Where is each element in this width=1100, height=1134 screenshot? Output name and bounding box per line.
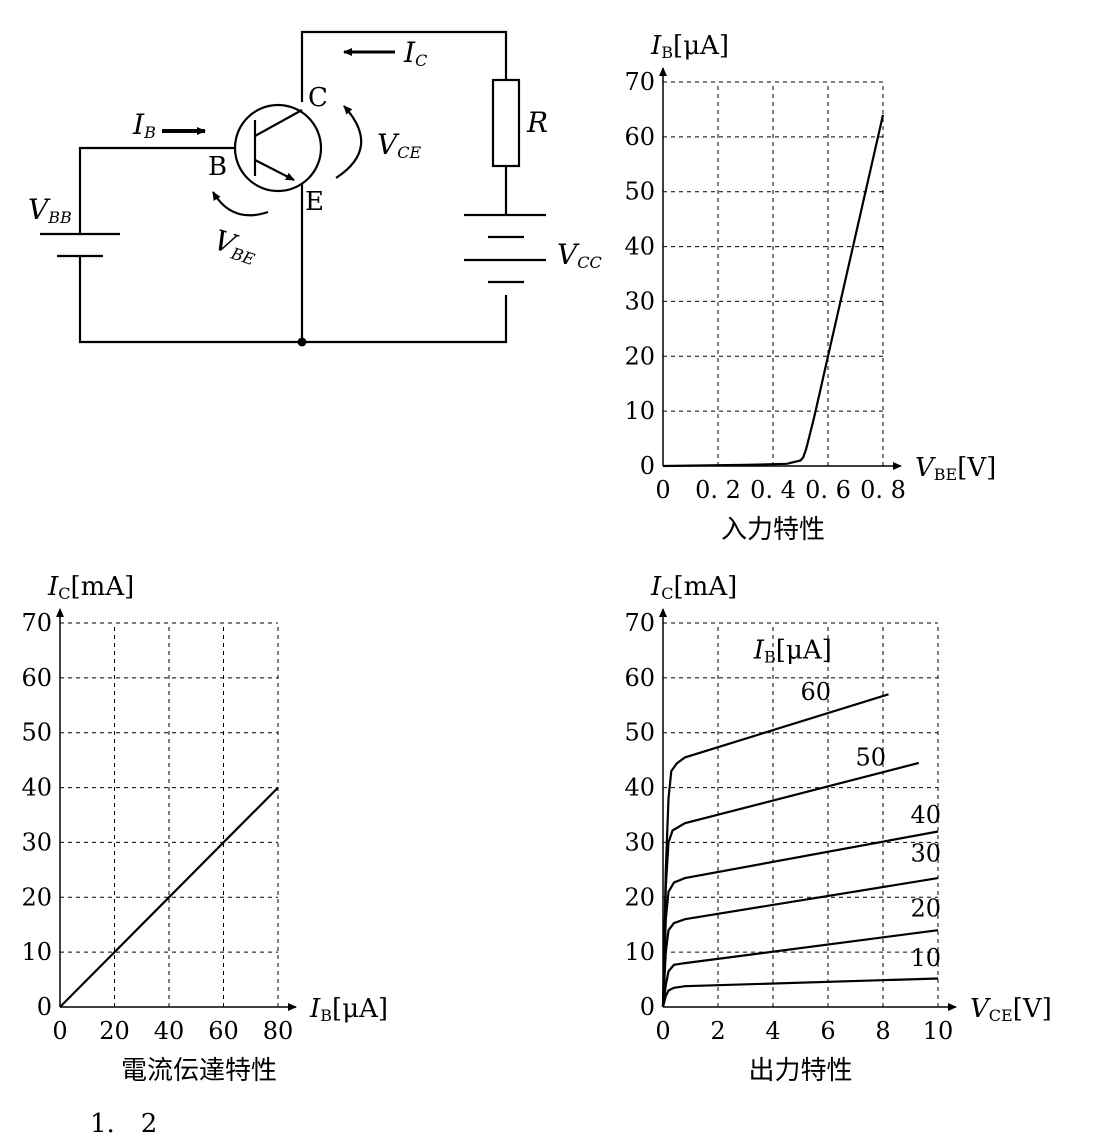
- output-y-tick-label: 70: [624, 609, 655, 637]
- output-series-line: [661, 977, 939, 1008]
- label-vbe: VBE: [210, 223, 262, 269]
- vbb-battery-symbol: [40, 232, 120, 258]
- output-series-label: 20: [911, 894, 942, 922]
- output-x-tick-label: 4: [765, 1017, 780, 1045]
- output-series-line: [661, 929, 939, 1008]
- output-y-tick-label: 50: [624, 719, 655, 747]
- output-x-tick-label: 2: [710, 1017, 725, 1045]
- transfer-x-tick-label: 60: [208, 1017, 239, 1045]
- input-characteristic-chart: 0 0. 2 0. 4 0. 6 0. 8 0 10 20 30 40 50 60 70 IB[μA] VB…: [624, 31, 996, 545]
- ground-junction-dot: [297, 337, 307, 347]
- transfer-y-tick-label: 10: [21, 938, 52, 966]
- label-vcc: VCC: [557, 238, 602, 272]
- transfer-y-tick-label: 50: [21, 719, 52, 747]
- input-y-tick-label: 70: [624, 68, 655, 96]
- output-series-line: [661, 761, 920, 1008]
- vce-curved-arrow-icon: [335, 105, 363, 179]
- transfer-chart-title: 電流伝達特性: [121, 1056, 277, 1086]
- vbe-curved-arrow-icon: [212, 191, 269, 217]
- transfer-y-tick-label: 40: [21, 774, 52, 802]
- transfer-y-axis-label: IC[mA]: [47, 572, 134, 603]
- input-y-tick-label: 30: [624, 287, 655, 315]
- wire-vcc-to-ground: [78, 256, 508, 344]
- input-y-axis-label: IB[μA]: [650, 31, 729, 62]
- transfer-y-tick-label: 60: [21, 664, 52, 692]
- label-terminal-e: E: [305, 187, 324, 217]
- input-x-tick-label: 0. 8: [860, 476, 906, 504]
- transfer-y-tick-label: 0: [37, 993, 52, 1021]
- output-series-label: 30: [911, 840, 942, 868]
- output-y-tick-label: 40: [624, 774, 655, 802]
- label-r: R: [526, 106, 548, 139]
- npn-transistor-symbol: [233, 103, 323, 193]
- label-ic: IC: [403, 36, 427, 70]
- wire-collector-top: [300, 30, 508, 102]
- transfer-x-tick-label: 0: [52, 1017, 67, 1045]
- output-y-axis-label: IC[mA]: [650, 572, 737, 603]
- transfer-y-tick-label: 20: [21, 883, 52, 911]
- input-y-tick-label: 20: [624, 342, 655, 370]
- input-x-tick-label: 0. 2: [695, 476, 741, 504]
- transfer-x-tick-label: 80: [263, 1017, 294, 1045]
- label-ib: IB: [132, 108, 156, 142]
- output-y-tick-label: 10: [624, 938, 655, 966]
- output-chart-title: 出力特性: [748, 1056, 852, 1086]
- label-terminal-c: C: [308, 83, 328, 113]
- output-y-tick-label: 60: [624, 664, 655, 692]
- input-y-tick-label: 0: [640, 452, 655, 480]
- transfer-series-line: [59, 786, 279, 1008]
- output-series-label: 60: [801, 678, 832, 706]
- input-y-tick-label: 60: [624, 123, 655, 151]
- output-series-label: 40: [911, 801, 942, 829]
- output-series-line: [661, 693, 889, 1008]
- input-series-line: [662, 114, 885, 468]
- output-x-tick-label: 8: [875, 1017, 890, 1045]
- output-x-tick-label: 6: [820, 1017, 835, 1045]
- output-x-tick-label: 0: [655, 1017, 670, 1045]
- wire-vbb-to-base: [78, 146, 255, 234]
- output-y-tick-label: 0: [640, 993, 655, 1021]
- label-terminal-b: B: [208, 152, 227, 182]
- output-y-tick-label: 20: [624, 883, 655, 911]
- transfer-x-tick-label: 40: [154, 1017, 185, 1045]
- input-x-tick-label: 0. 6: [805, 476, 851, 504]
- input-x-tick-label: 0. 4: [750, 476, 796, 504]
- transfer-x-tick-label: 20: [99, 1017, 130, 1045]
- footer-text: 1. 2: [90, 1109, 157, 1134]
- input-y-tick-label: 50: [624, 178, 655, 206]
- input-x-tick-label: 0: [655, 476, 670, 504]
- resistor-symbol: [491, 78, 521, 168]
- transfer-y-tick-label: 30: [21, 828, 52, 856]
- output-y-tick-label: 30: [624, 828, 655, 856]
- input-chart-title: 入力特性: [721, 515, 825, 545]
- input-y-tick-label: 10: [624, 397, 655, 425]
- output-series-label: 50: [856, 744, 887, 772]
- transistor-circuit: IC IB C B E VCE VBE VBB VCC R: [28, 30, 602, 347]
- label-vce: VCE: [377, 128, 421, 162]
- vcc-battery-symbol: [464, 213, 546, 284]
- output-x-axis-label: VCE[V]: [970, 994, 1052, 1025]
- input-x-axis-label: VBE[V]: [915, 453, 996, 484]
- output-characteristic-chart: 0 2 4 6 8 10 0 10 20 30 40 50 60 70 IC[mA] VCE[V] 出力特性 IB…: [624, 572, 1051, 1086]
- output-x-tick-label: 10: [923, 1017, 954, 1045]
- label-vbb: VBB: [28, 193, 72, 227]
- current-transfer-chart: 0 20 40 60 80 0 10 20 30 40 50 60 70 IC[mA] IB[μA] 電流伝達…: [21, 572, 388, 1086]
- output-legend-title: IB[μA]: [753, 636, 832, 667]
- transfer-y-tick-label: 70: [21, 609, 52, 637]
- output-series-label: 10: [911, 944, 942, 972]
- input-y-tick-label: 40: [624, 233, 655, 261]
- transfer-x-axis-label: IB[μA]: [309, 994, 388, 1025]
